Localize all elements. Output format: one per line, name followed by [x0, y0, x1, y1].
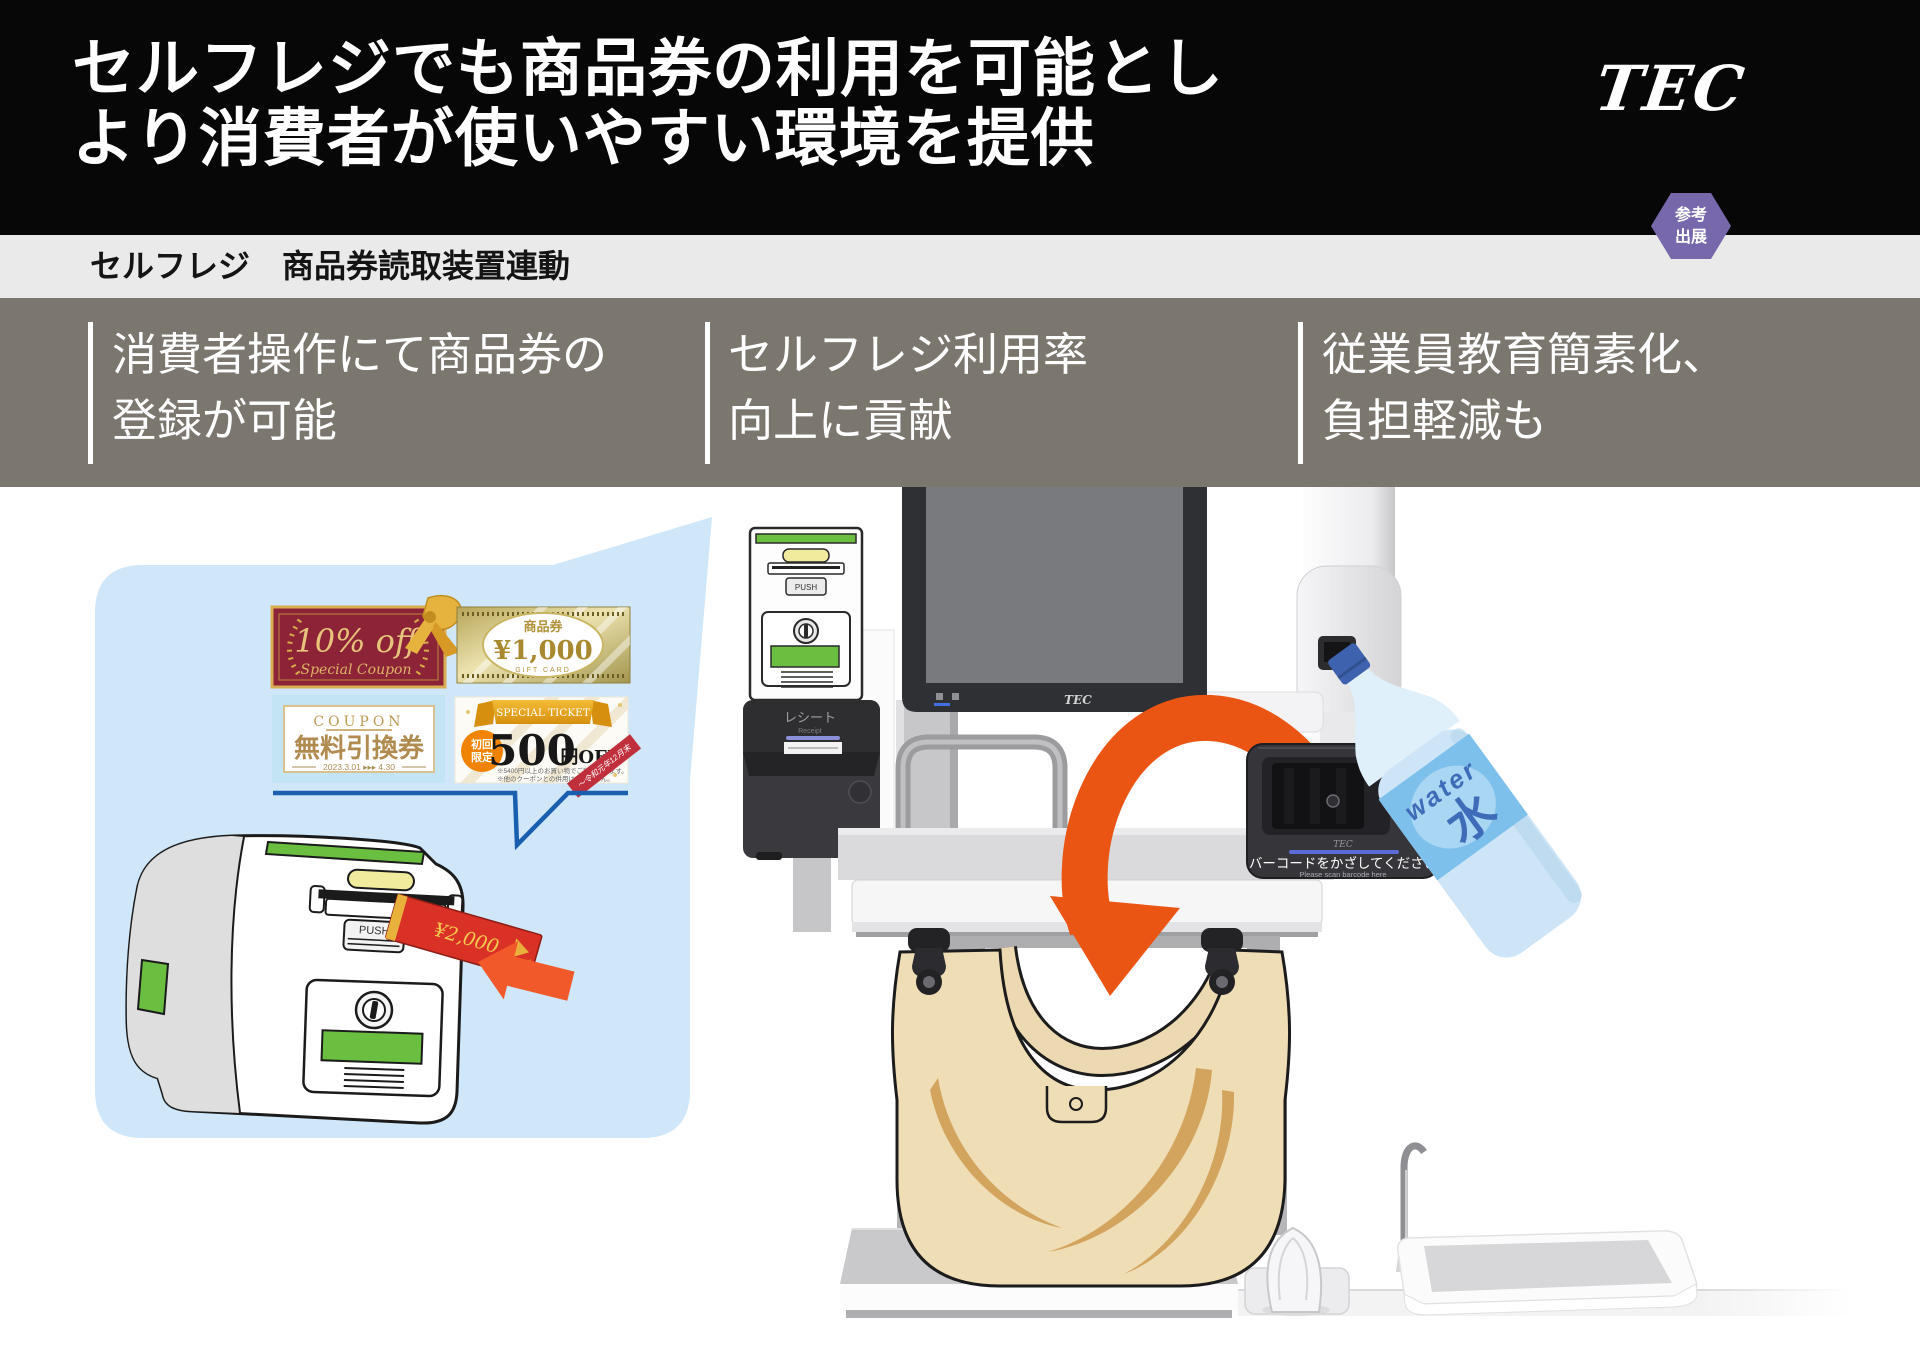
gift-card-type: GIFT CARD [515, 667, 571, 674]
feature-divider-3 [1298, 322, 1303, 464]
power-icon [936, 693, 943, 700]
reader-green-label [770, 645, 840, 668]
feature-divider-2 [705, 322, 710, 464]
scanner-camera [1326, 794, 1340, 808]
subheader-bar: セルフレジ 商品券読取装置連動 [0, 235, 1920, 298]
feature-3-line-1: 従業員教育簡素化、 [1322, 329, 1728, 380]
device-green-strip [264, 840, 426, 866]
gift-card-label: 商品券 [523, 619, 563, 634]
ticket-badge [461, 730, 503, 772]
feature-band: 消費者操作にて商品券の 登録が可能 セルフレジ利用率 向上に貢献 従業員教育簡素… [0, 298, 1920, 487]
device-side-label [136, 958, 170, 1016]
coupon-free-exchange: COUPON 無料引換券 2023.3.01 ▸▸▸ 4.30 [272, 695, 445, 783]
ticket-reader-illustration: PUSH [125, 834, 465, 1125]
subheader-text: セルフレジ 商品券読取装置連動 [90, 248, 571, 284]
reader-led [782, 548, 830, 563]
gift-ticket-reader-mounted: PUSH [748, 526, 864, 702]
receipt-printer: レシート Receipt [743, 700, 880, 860]
coupon-10off-title: 10% off [294, 622, 423, 660]
scanner-text-en: Please scan barcode here [1299, 870, 1386, 879]
bottle-cap [1328, 643, 1371, 685]
illustration: TEC PUSH [95, 487, 1852, 1318]
ticket-note2: ※他のクーポンとの併用は出来ません。 [497, 774, 614, 783]
device-push-label: PUSH [359, 924, 390, 938]
bottle-label-band [1378, 733, 1528, 881]
title-line-2: より消費者が使いやすい環境を提供 [72, 104, 1095, 174]
ticket-badge-line2: 限定 [471, 750, 493, 764]
device-led [347, 868, 415, 892]
coupon-10off-subtitle: Special Coupon [301, 662, 412, 678]
feature-1: 消費者操作にて商品券の 登録が可能 [112, 322, 607, 454]
ribbon-bow-icon [405, 594, 462, 657]
reader-green-strip [755, 533, 857, 544]
kiosk-monitor: TEC [902, 487, 1207, 712]
insert-arrow [478, 941, 575, 1001]
printer-label-en: Receipt [798, 728, 822, 735]
tec-logo: TEC [1590, 52, 1750, 125]
header-bar: セルフレジでも商品券の利用を可能とし より消費者が使いやすい環境を提供 TEC [0, 0, 1920, 235]
gift-card: 商品券 ¥1,000 GIFT CARD [456, 606, 631, 684]
device-green-label [320, 1029, 424, 1065]
coupon-10off: 10% off Special Coupon [270, 594, 462, 689]
ticket-banner: SPECIAL TICKET [496, 707, 590, 719]
printer-label: レシート [784, 710, 836, 725]
callout-pointer [273, 790, 628, 851]
badge-line-1: 参考 [1675, 205, 1707, 224]
printer-feed-button[interactable] [848, 780, 872, 804]
self-checkout-kiosk: TEC PUSH [743, 487, 1852, 1318]
speech-bubble: 10% off Special Coupon 商 [95, 517, 712, 1138]
reference-exhibit-badge: 参考 出展 [1651, 193, 1731, 259]
scale-table [1396, 1230, 1698, 1316]
title-line-1: セルフレジでも商品券の利用を可能とし [72, 34, 1224, 104]
scanner-logo: TEC [1333, 840, 1353, 850]
scanner-text: バーコードをかざしてください [1249, 855, 1437, 871]
feature-2-line-1: セルフレジ利用率 [728, 329, 1089, 380]
feature-2: セルフレジ利用率 向上に貢献 [728, 322, 1088, 454]
page-title: セルフレジでも商品券の利用を可能とし より消費者が使いやすい環境を提供 [72, 34, 1224, 174]
coupon-free-validity: 2023.3.01 ▸▸▸ 4.30 [323, 762, 395, 772]
handheld-scanner[interactable] [1244, 1226, 1350, 1316]
water-bottle: water 水 [1328, 643, 1582, 958]
bag-hook-left[interactable] [908, 928, 950, 995]
coupon-free-header: COUPON [313, 714, 404, 730]
monitor-screen [926, 487, 1183, 683]
feature-1-line-2: 登録が可能 [112, 395, 338, 446]
reader-push-button[interactable] [785, 577, 827, 596]
ticket-note1: ※5400円以上のお買い物でご利用出来ます。 [497, 766, 628, 775]
coupon-500off: SPECIAL TICKET 初回 限定 500 円OFF ※5400円以上のお… [454, 696, 642, 798]
barcode-scanner: TEC バーコードをかざしてください Please scan barcode h… [1246, 743, 1440, 879]
feature-1-line-1: 消費者操作にて商品券の [112, 329, 608, 380]
feature-3: 従業員教育簡素化、 負担軽減も [1322, 322, 1727, 454]
feature-2-line-2: 向上に貢献 [728, 395, 954, 446]
coupon-free-title: 無料引換券 [294, 734, 425, 764]
bag-hook-right[interactable] [1201, 928, 1243, 995]
feature-3-line-2: 負担軽減も [1322, 395, 1548, 446]
shopping-bag [890, 943, 1292, 1288]
ticket-amount: 500 [488, 726, 576, 775]
badge-line-2: 出展 [1675, 227, 1708, 246]
feature-divider-1 [88, 322, 93, 464]
ticket-badge-line1: 初回 [471, 737, 493, 751]
menu-icon [952, 693, 959, 700]
reader-push-label: PUSH [795, 583, 817, 592]
gift-card-amount: ¥1,000 [493, 636, 593, 666]
hexagon-shape [1651, 193, 1731, 259]
scan-flow-arrow [1050, 694, 1343, 996]
device-vents [343, 1066, 405, 1090]
monitor-logo: TEC [1064, 693, 1092, 707]
reader-vents [781, 671, 833, 688]
